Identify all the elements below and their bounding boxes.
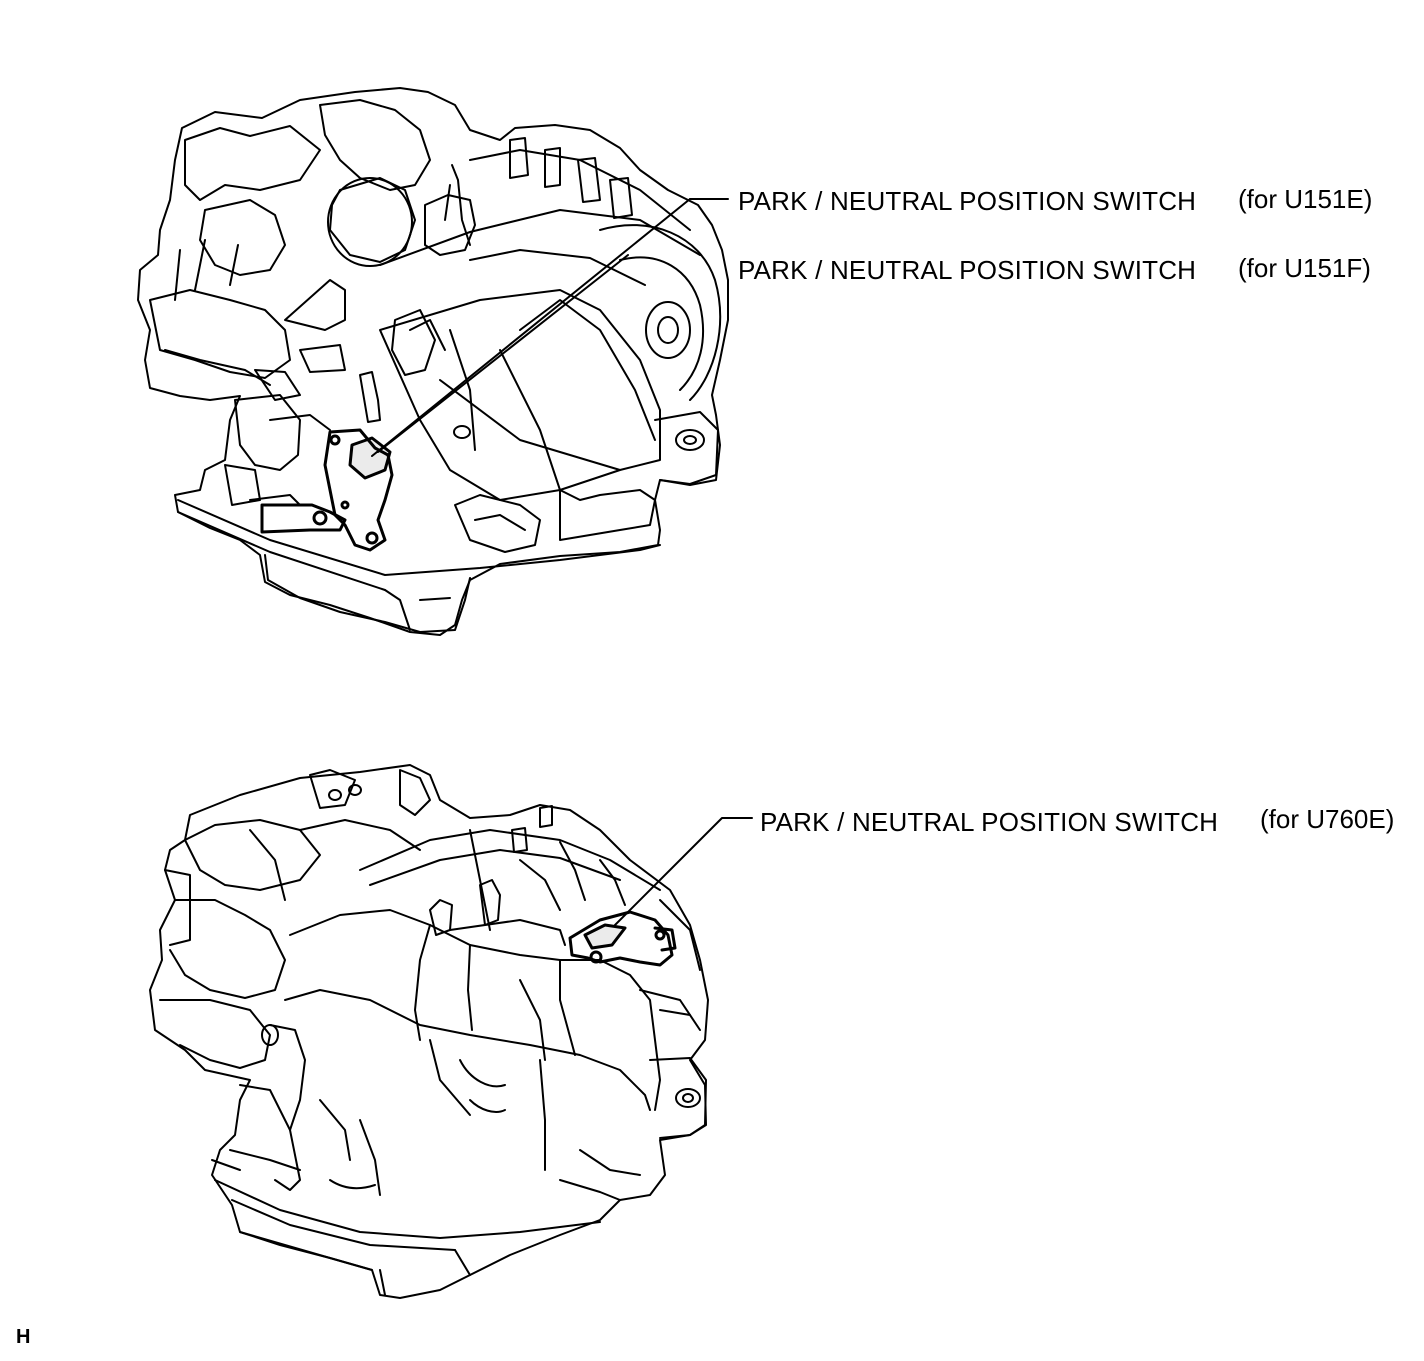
callout-label-u151f: PARK / NEUTRAL POSITION SWITCH — [738, 255, 1197, 285]
callout-note-u760e: (for U760E) — [1260, 804, 1395, 834]
illustration-code: H — [16, 1326, 31, 1348]
callout-note-u151f: (for U151F) — [1238, 253, 1371, 283]
park-neutral-switch-u151 — [262, 430, 392, 550]
leader-line-u151e — [372, 199, 690, 456]
callout-label-u151e: PARK / NEUTRAL POSITION SWITCH — [738, 186, 1197, 216]
leader-line-u151f — [378, 255, 628, 452]
leader-line-u760e — [615, 818, 752, 925]
transaxle-u151-drawing — [138, 88, 728, 635]
park-neutral-switch-u760e — [570, 912, 675, 965]
transaxle-u760e-drawing — [150, 765, 708, 1298]
callout-label-u760e: PARK / NEUTRAL POSITION SWITCH — [760, 807, 1219, 837]
callout-note-u151e: (for U151E) — [1238, 184, 1373, 214]
